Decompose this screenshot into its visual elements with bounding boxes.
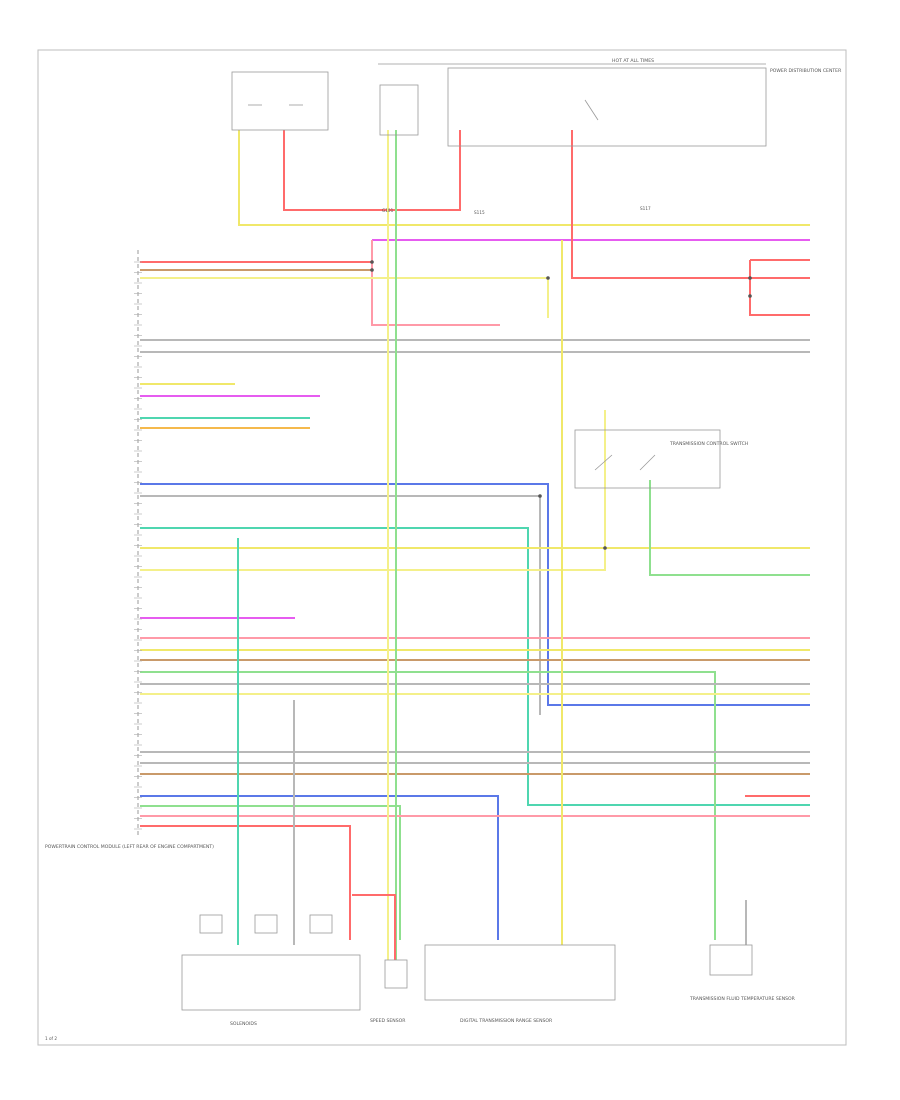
wire-light_yellow-20 <box>140 410 606 571</box>
switch-box <box>574 429 721 489</box>
solenoids-label: SOLENOIDS <box>230 1021 257 1027</box>
solenoid-2 <box>254 914 278 934</box>
range-sensor-label: DIGITAL TRANSMISSION RANGE SENSOR <box>460 1018 553 1024</box>
wire-red-35 <box>140 825 351 940</box>
range-sensor <box>424 944 616 1001</box>
switch-contact <box>639 454 656 471</box>
solenoid-1 <box>199 914 223 934</box>
fluid-temp-sensor <box>709 944 753 976</box>
wire-light_yellow-9 <box>140 277 549 318</box>
wire-pink-3 <box>371 240 500 326</box>
pcm-pin-list <box>134 261 142 830</box>
splice-dot <box>603 546 607 550</box>
diagram-border <box>37 49 847 1046</box>
switch-contact <box>594 454 613 471</box>
wire-layer <box>140 130 810 960</box>
splice-dot <box>546 276 550 280</box>
pcm-caption: POWERTRAIN CONTROL MODULE (LEFT REAR OF … <box>45 844 214 850</box>
pdc-label: HOT AT ALL TIMES <box>612 58 654 64</box>
wire-red-4 <box>571 130 810 279</box>
page-number: 1 of 2 <box>45 1036 57 1041</box>
switch-label: TRANSMISSION CONTROL SWITCH <box>669 441 748 447</box>
wire-blue-16 <box>140 483 810 706</box>
wire-green-26 <box>140 671 716 940</box>
pcm-connector <box>134 250 142 838</box>
solenoid-3 <box>309 914 333 934</box>
power-distribution-center <box>231 63 767 147</box>
splice-dot <box>748 294 752 298</box>
speed-sensor <box>384 959 408 989</box>
junction-g101: G101 <box>382 208 394 213</box>
junction-s117: S117 <box>640 206 651 211</box>
transmission-control-switch <box>574 429 721 489</box>
splice-dot <box>370 268 374 272</box>
wire-teal-18 <box>140 527 810 806</box>
splice-dot <box>370 260 374 264</box>
wire-green-33 <box>140 805 401 940</box>
splice-dot <box>538 494 542 498</box>
wire-blue-32 <box>140 795 499 940</box>
speed-sensor-label: SPEED SENSOR <box>370 1018 406 1024</box>
wire-red-1 <box>283 130 461 211</box>
pdc-box-right <box>447 67 767 147</box>
wire-red-43 <box>352 894 396 960</box>
temp-sensor-label: TRANSMISSION FLUID TEMPERATURE SENSOR <box>689 996 796 1002</box>
splice-dot <box>748 276 752 280</box>
pdc-caption: POWER DISTRIBUTION CENTER <box>770 68 842 74</box>
solenoid-pack <box>181 954 361 1011</box>
bottom-components <box>181 914 753 1011</box>
wire-red-6 <box>749 260 810 316</box>
wire-yellow-0 <box>238 130 810 226</box>
junction-s115: S115 <box>474 210 485 215</box>
pdc-relay-switch <box>584 99 599 121</box>
pdc-box-left <box>231 71 329 131</box>
wire-green-21 <box>649 480 810 576</box>
pdc-box-relay <box>379 84 419 136</box>
